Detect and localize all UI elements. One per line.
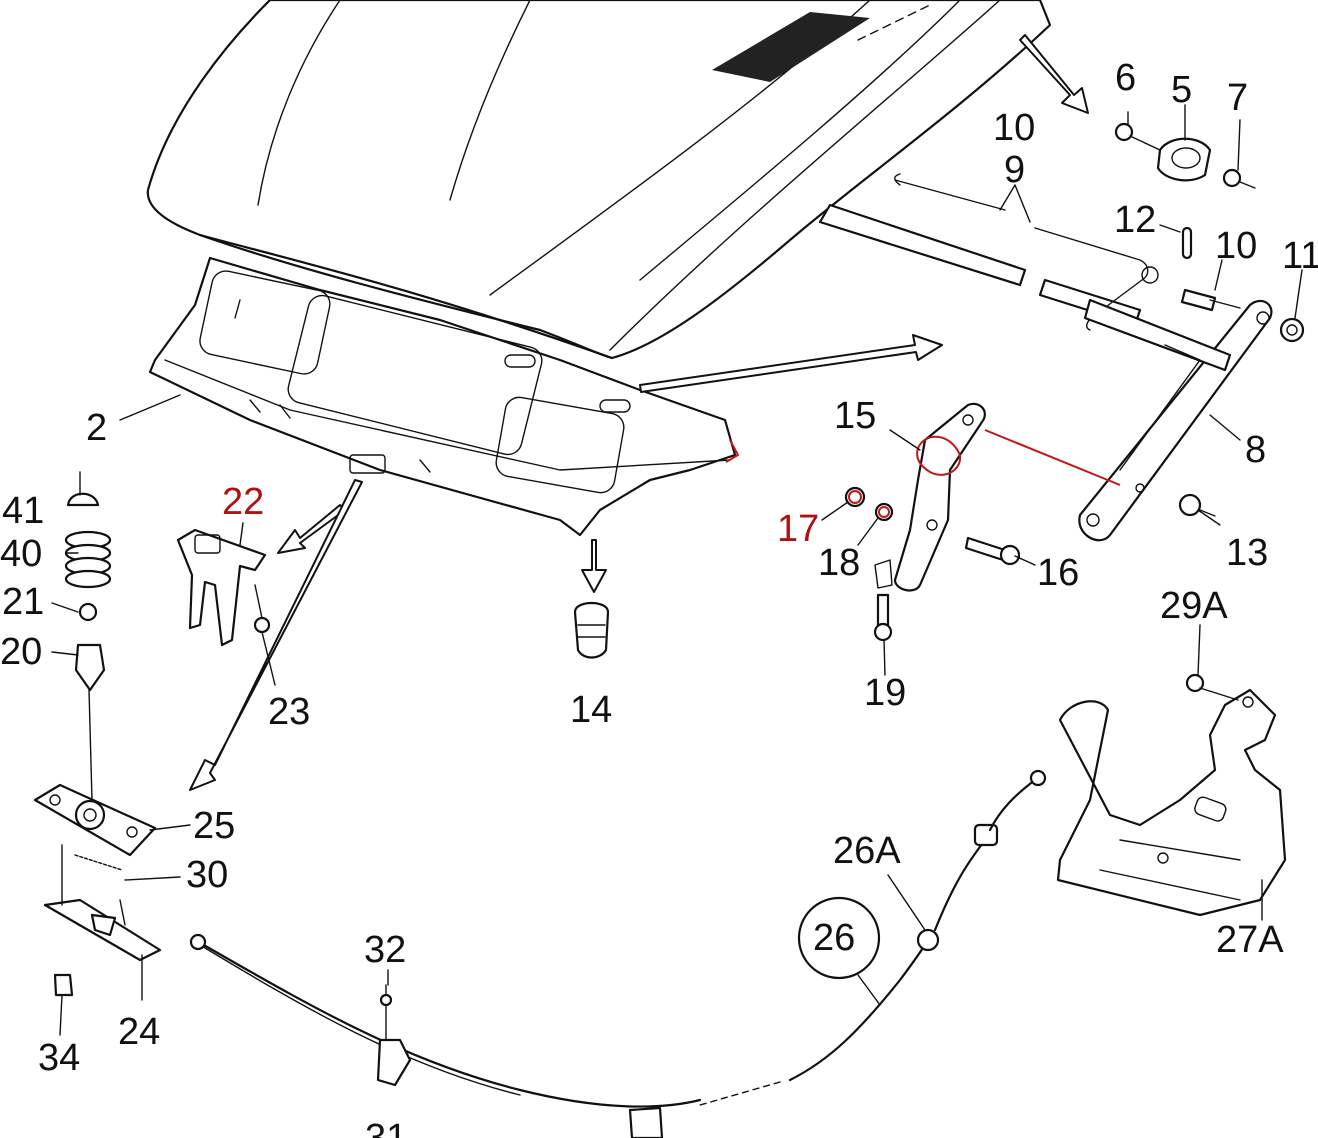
label-15: 15 (834, 395, 876, 437)
label-32: 32 (364, 929, 406, 971)
label-10-hinge: 10 (1215, 225, 1257, 267)
label-2: 2 (86, 407, 107, 449)
label-19: 19 (864, 672, 906, 714)
label-13: 13 (1226, 532, 1268, 574)
label-34: 34 (38, 1037, 80, 1079)
hood-bumper-parts (1114, 122, 1256, 189)
label-24: 24 (118, 1011, 160, 1053)
label-14: 14 (570, 689, 612, 731)
direction-arrows (189, 34, 1089, 791)
arrow-to-latch (189, 479, 363, 791)
striker-stack (64, 492, 112, 801)
label-26: 26 (813, 917, 855, 959)
label-5: 5 (1171, 69, 1192, 111)
label-30: 30 (186, 854, 228, 896)
label-16: 16 (1037, 552, 1079, 594)
release-cable (189, 769, 1047, 1138)
label-29a: 29A (1160, 585, 1228, 627)
front-support-panel (148, 256, 740, 537)
part-labels: 2 5 6 7 8 9 10 10 11 12 13 14 15 16 17 1… (0, 57, 1318, 1138)
label-7: 7 (1227, 77, 1248, 119)
hood-bumper-14 (573, 601, 610, 659)
label-6: 6 (1115, 57, 1136, 99)
label-20: 20 (0, 631, 42, 673)
callout-circle-26 (797, 896, 881, 980)
label-10-top: 10 (993, 107, 1035, 149)
safety-catch-assembly (176, 528, 271, 647)
label-9: 9 (1004, 149, 1025, 191)
label-21: 21 (2, 581, 44, 623)
label-18: 18 (818, 542, 860, 584)
arrow-to-hinge (639, 334, 943, 393)
label-27a: 27A (1216, 919, 1284, 961)
label-17: 17 (777, 508, 819, 550)
latch-bracket-assembly (844, 402, 1021, 642)
release-handle-bracket (1056, 673, 1287, 917)
label-40: 40 (0, 533, 42, 575)
label-26a: 26A (833, 830, 901, 872)
label-8: 8 (1245, 429, 1266, 471)
arrow-to-bumper-14 (581, 539, 607, 593)
label-12: 12 (1114, 199, 1156, 241)
hood-hinge-assembly (1078, 226, 1305, 542)
leader-lines (51, 104, 1303, 1036)
label-22: 22 (222, 481, 264, 523)
hood-latch-mechanism (33, 783, 162, 997)
label-31: 31 (365, 1117, 407, 1138)
label-23: 23 (268, 691, 310, 733)
hood-panel (146, 0, 1052, 360)
label-25: 25 (193, 805, 235, 847)
label-11: 11 (1282, 235, 1318, 277)
label-41: 41 (2, 490, 44, 532)
arrow-to-bumper-parts (1019, 34, 1089, 114)
